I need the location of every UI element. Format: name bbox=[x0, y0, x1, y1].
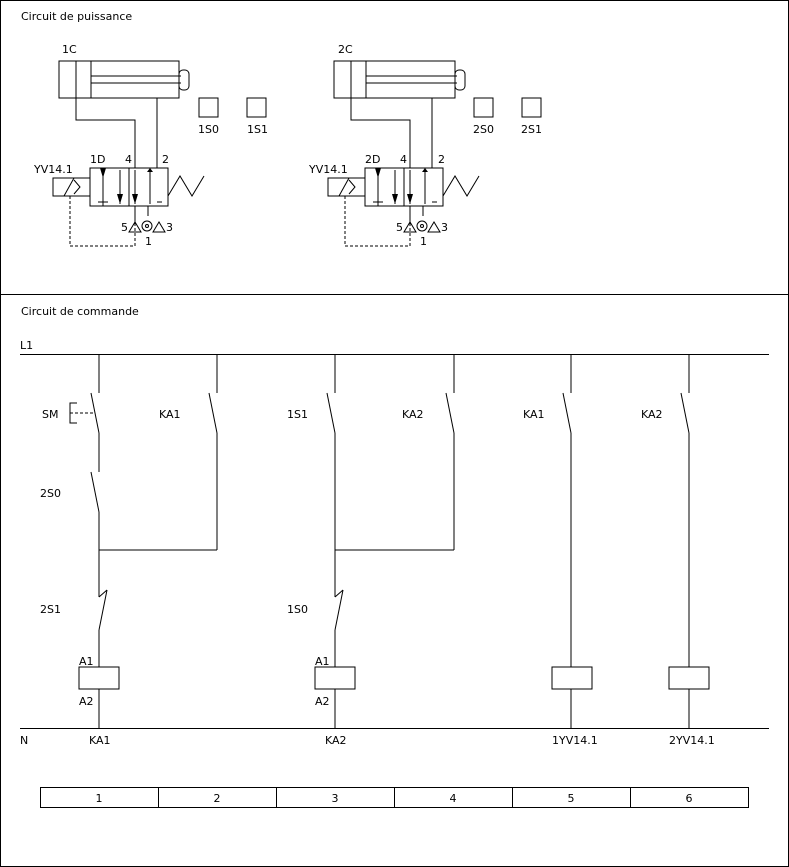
rail-n-label: N bbox=[20, 734, 28, 747]
cylinder-2-rod-end bbox=[454, 69, 466, 91]
ka2-hold-contact bbox=[445, 392, 455, 434]
2s1-label: 2S1 bbox=[40, 603, 61, 616]
coil-ka2 bbox=[314, 666, 356, 690]
sensor-2s0-box bbox=[473, 97, 494, 118]
valve-2-arrows bbox=[375, 168, 428, 204]
valve-2-exhausts bbox=[403, 220, 441, 233]
valve-2-port-2: 2 bbox=[438, 153, 445, 166]
sm-label: SM bbox=[42, 408, 58, 421]
ka2-output-label: KA2 bbox=[641, 408, 663, 421]
cylinder-1-rod-end bbox=[178, 69, 190, 91]
solenoid-1 bbox=[52, 177, 91, 197]
valve-1-spring bbox=[167, 175, 205, 197]
valve-1-port-a: 1D bbox=[90, 153, 105, 166]
ka1-output-label: KA1 bbox=[523, 408, 545, 421]
ka2-output-contact bbox=[680, 392, 690, 434]
ka1-output-contact bbox=[562, 392, 572, 434]
sensor-1s0-label: 1S0 bbox=[198, 123, 219, 136]
ladder-rails bbox=[20, 354, 769, 729]
sensor-1s1-box bbox=[246, 97, 267, 118]
control-circuit-title: Circuit de commande bbox=[21, 305, 139, 318]
column-1: 1 bbox=[96, 792, 103, 805]
valve-2-port-a: 2D bbox=[365, 153, 380, 166]
ka1-hold-contact bbox=[208, 392, 218, 434]
cylinder-2-assembly bbox=[327, 60, 542, 247]
column-2: 2 bbox=[214, 792, 221, 805]
ka1-coil-a2: A2 bbox=[79, 695, 94, 708]
valve-1-port-3: 3 bbox=[166, 221, 173, 234]
ka1-hold-label: KA1 bbox=[159, 408, 181, 421]
cylinder-1-body bbox=[58, 60, 180, 99]
solenoid-2 bbox=[327, 177, 366, 197]
column-6: 6 bbox=[686, 792, 693, 805]
1s0-label: 1S0 bbox=[287, 603, 308, 616]
valve-1-arrows bbox=[100, 168, 153, 204]
valve-1-port-5: 5 bbox=[121, 221, 128, 234]
sensor-1s0-box bbox=[198, 97, 219, 118]
valve-1-port-4: 4 bbox=[125, 153, 132, 166]
valve-2-spring bbox=[442, 175, 480, 197]
1s0-nc-contact bbox=[334, 589, 344, 598]
column-5: 5 bbox=[568, 792, 575, 805]
ka2-coil-a2: A2 bbox=[315, 695, 330, 708]
sensor-1s1-label: 1S1 bbox=[247, 123, 268, 136]
power-circuit-title: Circuit de puissance bbox=[21, 10, 132, 23]
sensor-2s1-label: 2S1 bbox=[521, 123, 542, 136]
valve-2-port-5: 5 bbox=[396, 221, 403, 234]
coil-ka1 bbox=[78, 666, 120, 690]
2s0-contact bbox=[90, 471, 100, 513]
column-index-strip bbox=[40, 787, 749, 808]
sensor-2s1-box bbox=[521, 97, 542, 118]
cylinder-1-piston bbox=[75, 60, 92, 99]
1yv14-coil-label: 1YV14.1 bbox=[552, 734, 598, 747]
cylinder-1-id: 1C bbox=[62, 43, 77, 56]
valve-2-port-4: 4 bbox=[400, 153, 407, 166]
sensor-2s0-label: 2S0 bbox=[473, 123, 494, 136]
2yv14-coil-label: 2YV14.1 bbox=[669, 734, 715, 747]
valve-1-port-2: 2 bbox=[162, 153, 169, 166]
cylinder-1-assembly bbox=[52, 60, 267, 247]
rung-ka1 bbox=[69, 354, 218, 728]
column-4: 4 bbox=[450, 792, 457, 805]
cylinder-2-line-a bbox=[350, 98, 411, 168]
solenoid-2-label: YV14.1 bbox=[308, 163, 348, 176]
solenoid-1-label: YV14.1 bbox=[33, 163, 73, 176]
rung-2yv14 bbox=[668, 354, 710, 728]
ka2-coil-label: KA2 bbox=[325, 734, 347, 747]
cylinder-1-line-a bbox=[75, 98, 136, 168]
cylinder-2-body bbox=[333, 60, 456, 99]
rung-ka2 bbox=[314, 354, 455, 728]
1s1-contact bbox=[326, 392, 336, 434]
column-3: 3 bbox=[332, 792, 339, 805]
ka1-coil-label: KA1 bbox=[89, 734, 111, 747]
cylinder-2-piston bbox=[350, 60, 367, 99]
valve-2-port-1: 1 bbox=[420, 235, 427, 248]
cylinder-2-id: 2C bbox=[338, 43, 353, 56]
coil-2yv14 bbox=[668, 666, 710, 690]
sm-pushbutton-contact bbox=[90, 392, 100, 434]
valve-1-exhausts bbox=[128, 220, 166, 233]
valve-2-port-3: 3 bbox=[441, 221, 448, 234]
rung-1yv14 bbox=[551, 354, 593, 728]
rail-l1-label: L1 bbox=[20, 339, 33, 352]
ka2-coil-a1: A1 bbox=[315, 655, 330, 668]
coil-1yv14 bbox=[551, 666, 593, 690]
ka2-hold-label: KA2 bbox=[402, 408, 424, 421]
ka1-coil-a1: A1 bbox=[79, 655, 94, 668]
2s0-label: 2S0 bbox=[40, 487, 61, 500]
valve-1-port-1: 1 bbox=[145, 235, 152, 248]
2s1-nc-contact bbox=[98, 589, 108, 598]
1s1-label: 1S1 bbox=[287, 408, 308, 421]
